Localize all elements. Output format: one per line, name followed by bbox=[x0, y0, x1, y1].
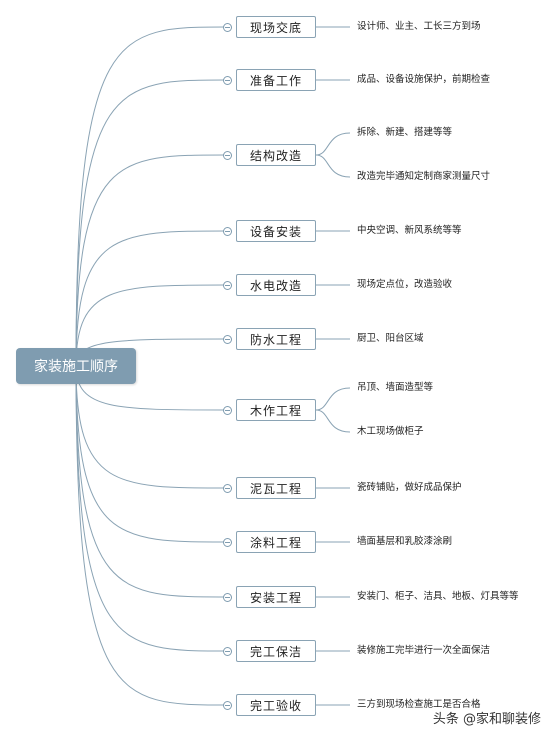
branch-label: 安装工程 bbox=[249, 590, 302, 605]
root-connector bbox=[75, 284, 227, 367]
branch-node[interactable]: 完工保洁 bbox=[236, 640, 316, 662]
watermark: 头条 @家和聊装修 bbox=[430, 708, 543, 727]
branch-node[interactable]: 防水工程 bbox=[236, 328, 316, 350]
branch-label: 完工保洁 bbox=[249, 644, 302, 659]
collapse-toggle-icon[interactable] bbox=[223, 76, 232, 85]
root-node[interactable]: 家装施工顺序 bbox=[16, 348, 136, 384]
branch-label: 水电改造 bbox=[249, 278, 302, 293]
root-connector bbox=[75, 26, 227, 367]
leaf-text: 改造完毕通知定制商家测量尺寸 bbox=[357, 171, 491, 182]
branch-node[interactable]: 泥瓦工程 bbox=[236, 477, 316, 499]
leaf-text: 现场定点位，改造验收 bbox=[357, 279, 453, 290]
collapse-toggle-icon[interactable] bbox=[223, 406, 232, 415]
collapse-toggle-icon[interactable] bbox=[223, 281, 232, 290]
leaf-text: 厨卫、阳台区域 bbox=[357, 333, 424, 344]
branch-label: 结构改造 bbox=[249, 148, 302, 163]
branch-node[interactable]: 木作工程 bbox=[236, 399, 316, 421]
branch-node[interactable]: 设备安装 bbox=[236, 220, 316, 242]
leaf-connector bbox=[315, 387, 351, 411]
leaf-connector bbox=[315, 132, 351, 156]
root-connector bbox=[75, 365, 227, 652]
leaf-text: 安装门、柜子、洁具、地板、灯具等等 bbox=[357, 591, 519, 602]
leaf-text: 瓷砖铺贴，做好成品保护 bbox=[357, 482, 462, 493]
branch-node[interactable]: 准备工作 bbox=[236, 69, 316, 91]
collapse-toggle-icon[interactable] bbox=[223, 647, 232, 656]
root-connector bbox=[75, 230, 227, 367]
branch-node[interactable]: 水电改造 bbox=[236, 274, 316, 296]
root-connector bbox=[75, 365, 227, 489]
branch-node[interactable]: 结构改造 bbox=[236, 144, 316, 166]
collapse-toggle-icon[interactable] bbox=[223, 593, 232, 602]
root-connector bbox=[75, 365, 227, 598]
collapse-toggle-icon[interactable] bbox=[223, 23, 232, 32]
branch-node[interactable]: 完工验收 bbox=[236, 694, 316, 716]
leaf-connector bbox=[315, 154, 351, 178]
collapse-toggle-icon[interactable] bbox=[223, 227, 232, 236]
leaf-text: 成品、设备设施保护，前期检查 bbox=[357, 74, 491, 85]
collapse-toggle-icon[interactable] bbox=[223, 151, 232, 160]
branch-node[interactable]: 现场交底 bbox=[236, 16, 316, 38]
leaf-text: 三方到现场检查施工是否合格 bbox=[357, 699, 481, 710]
root-connector bbox=[75, 154, 227, 367]
branch-node[interactable]: 安装工程 bbox=[236, 586, 316, 608]
leaf-connector bbox=[315, 409, 351, 433]
collapse-toggle-icon[interactable] bbox=[223, 701, 232, 710]
collapse-toggle-icon[interactable] bbox=[223, 484, 232, 493]
branch-label: 防水工程 bbox=[249, 332, 302, 347]
branch-label: 涂料工程 bbox=[249, 535, 302, 550]
leaf-text: 木工现场做柜子 bbox=[357, 426, 424, 437]
branch-label: 泥瓦工程 bbox=[249, 481, 302, 496]
leaf-text: 墙面基层和乳胶漆涂刷 bbox=[357, 536, 453, 547]
root-connector bbox=[75, 365, 227, 543]
root-connector bbox=[75, 365, 227, 706]
branch-label: 现场交底 bbox=[249, 20, 302, 35]
leaf-text: 设计师、业主、工长三方到场 bbox=[357, 21, 481, 32]
leaf-text: 拆除、新建、搭建等等 bbox=[357, 127, 453, 138]
collapse-toggle-icon[interactable] bbox=[223, 335, 232, 344]
collapse-toggle-icon[interactable] bbox=[223, 538, 232, 547]
branch-label: 设备安装 bbox=[249, 224, 302, 239]
leaf-text: 中央空调、新风系统等等 bbox=[357, 225, 462, 236]
leaf-text: 吊顶、墙面造型等 bbox=[357, 382, 434, 393]
branch-label: 准备工作 bbox=[249, 73, 302, 88]
branch-node[interactable]: 涂料工程 bbox=[236, 531, 316, 553]
leaf-text: 装修施工完毕进行一次全面保洁 bbox=[357, 645, 491, 656]
branch-label: 木作工程 bbox=[249, 403, 302, 418]
root-label: 家装施工顺序 bbox=[34, 359, 118, 375]
branch-label: 完工验收 bbox=[249, 698, 302, 713]
root-connector bbox=[75, 79, 227, 367]
